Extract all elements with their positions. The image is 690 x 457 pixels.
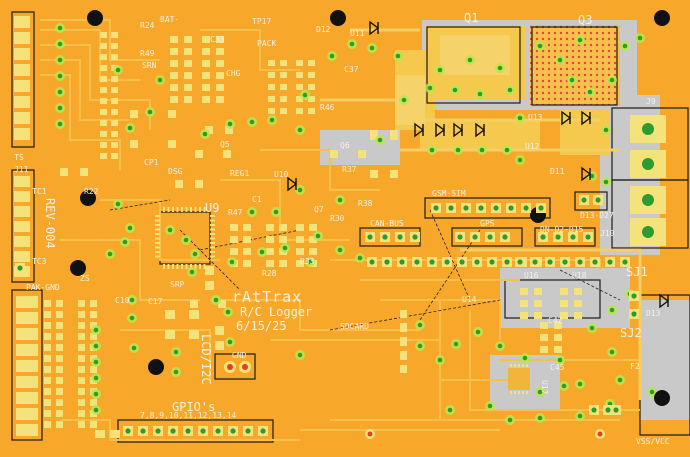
refdes-zs: ZS	[80, 274, 90, 283]
gps-header-label: GPS	[480, 219, 495, 228]
refdes-u13: U13	[528, 113, 543, 122]
refdes-r47: R47	[228, 208, 243, 217]
refdes-u17: U17	[540, 380, 549, 395]
refdes-d13: D13	[646, 309, 661, 318]
pak-gnd-label: PAK-GND	[26, 283, 60, 292]
board-date: 6/15/25	[236, 319, 287, 333]
board-title: rAtTrax	[232, 288, 303, 306]
refdes-c37: C37	[344, 65, 359, 74]
pack-label: PACK	[257, 39, 277, 48]
gpio-label: GPIO's	[172, 400, 216, 414]
sdcard-label: SDCARD	[340, 322, 369, 331]
refdes-tc1: TC1	[32, 187, 47, 196]
gnd-test-pads[interactable]	[224, 361, 605, 439]
refdes-j9: J9	[646, 97, 656, 106]
refdes-u18: U18	[572, 271, 587, 280]
vias	[55, 23, 657, 425]
refdes-c1: C1	[252, 195, 262, 204]
refdes-d12: D12	[316, 25, 331, 34]
refdes-c33: C33	[210, 35, 225, 44]
refdes-r28: R28	[262, 269, 277, 278]
refdes-r46: R46	[320, 103, 335, 112]
refdes-u11: U11	[350, 29, 365, 38]
srn-label: SRN	[142, 61, 157, 70]
refdes-reg1: REG1	[230, 169, 250, 178]
refdes-u16: U16	[524, 271, 539, 280]
refdes-c17: C17	[148, 297, 163, 306]
bat-label: BAT-	[160, 15, 180, 24]
d13-label: D13-D27	[580, 211, 614, 220]
board-subtitle: R/C Logger	[240, 305, 313, 319]
refdes-q7: Q7	[314, 205, 324, 214]
refdes-d11: D11	[550, 167, 565, 176]
lcd-label: LCD/I2C	[199, 334, 213, 385]
refdes-sj1: SJ1	[626, 265, 648, 279]
refdes-ts: TS	[14, 153, 24, 162]
srp-label: SRP	[170, 280, 185, 289]
refdes-q5: Q5	[220, 140, 230, 149]
refdes-c42: C42	[548, 316, 563, 325]
refdes-f2: F2	[630, 362, 640, 371]
refdes-u9: U9	[205, 201, 220, 215]
board-revision: REV-004	[43, 198, 57, 249]
refdes-r22: R22	[84, 187, 99, 196]
diode-symbols	[287, 20, 670, 309]
refdes-r24: R24	[140, 21, 155, 30]
refdes-r33: R33	[300, 257, 315, 266]
refdes-c45: C45	[550, 363, 565, 372]
refdes-u14: U14	[462, 295, 477, 304]
refdes-j10: J10	[600, 229, 615, 238]
dn-header-label: DN-D2-D15	[540, 225, 584, 234]
can-header-label: CAN-BUS	[370, 219, 404, 228]
refdes-c10: C10	[115, 296, 130, 305]
refdes-r37: R37	[342, 165, 357, 174]
refdes-q6: Q6	[340, 141, 350, 150]
refdes-u10: U10	[274, 170, 289, 179]
refdes-cp1: CP1	[144, 158, 159, 167]
refdes-r30: R30	[330, 214, 345, 223]
smd-pads	[14, 16, 582, 438]
gpio-pin-list: 7,8,9,10,11,12,13,14	[140, 411, 237, 420]
refdes-dsg: DSG	[168, 167, 183, 176]
refdes-tc3: TC3	[32, 257, 47, 266]
vss-vcc-label: VSS/VCC	[636, 437, 670, 446]
refdes-q3: Q3	[578, 13, 593, 27]
refdes-chg: CHG	[226, 69, 241, 78]
mounting-holes	[70, 10, 670, 406]
screw-terminals	[630, 115, 666, 246]
refdes-q1: Q1	[464, 11, 479, 25]
refdes-tp17: TP17	[252, 17, 272, 26]
refdes-r38: R38	[358, 199, 373, 208]
refdes-r49: R49	[140, 49, 155, 58]
refdes-u12: U12	[525, 142, 540, 151]
pin-headers	[15, 195, 639, 436]
refdes-sj2: SJ2	[620, 326, 642, 340]
refdes-j11: J11	[14, 165, 29, 174]
gnd-label: GND	[232, 351, 247, 360]
gsm-header-label: GSM-SIM	[432, 189, 466, 198]
